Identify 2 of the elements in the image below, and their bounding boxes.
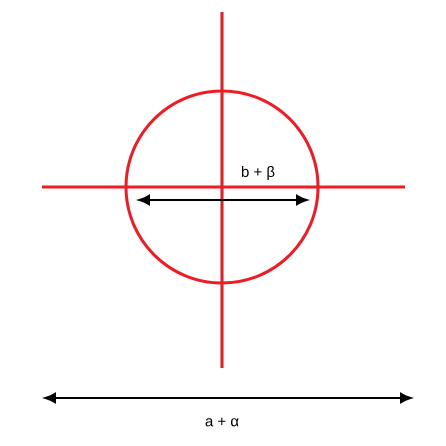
- dimension-label: b + β: [242, 166, 274, 180]
- dimension-label: a + α: [206, 418, 239, 426]
